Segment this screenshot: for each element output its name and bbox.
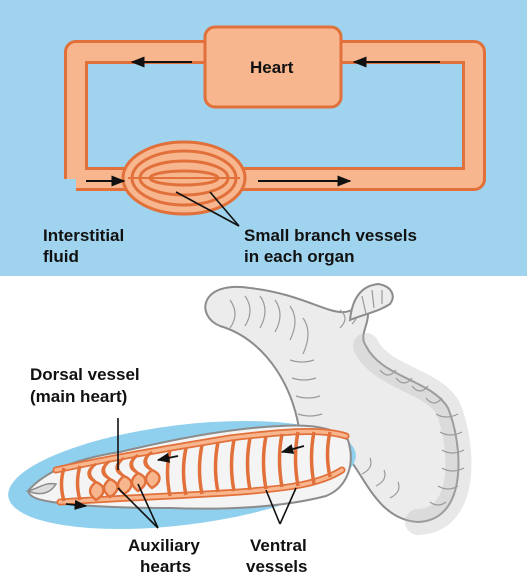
- open-circulation-panel: Heart Interstitial fluid Small branch ve…: [0, 0, 527, 276]
- closed-circulation-panel: Dorsal vessel (main heart) Auxiliary hea…: [2, 284, 464, 576]
- auxiliary-hearts-label-line1: Auxiliary: [128, 536, 200, 555]
- auxiliary-hearts-label-line2: hearts: [140, 557, 191, 576]
- branch-vessels-label-line2: in each organ: [244, 247, 355, 266]
- worm-tail-tip: [350, 284, 393, 320]
- interstitial-fluid-label-line1: Interstitial: [43, 226, 124, 245]
- branch-vessels-label-line1: Small branch vessels: [244, 226, 417, 245]
- dorsal-vessel-label-line2: (main heart): [30, 387, 127, 406]
- dorsal-vessel-label-line1: Dorsal vessel: [30, 365, 140, 384]
- organ-branch-vessels: [123, 142, 245, 214]
- heart-label: Heart: [250, 58, 294, 77]
- ventral-vessels-label-line1: Ventral: [250, 536, 307, 555]
- ventral-vessels-label-line2: vessels: [246, 557, 307, 576]
- interstitial-fluid-label-line2: fluid: [43, 247, 79, 266]
